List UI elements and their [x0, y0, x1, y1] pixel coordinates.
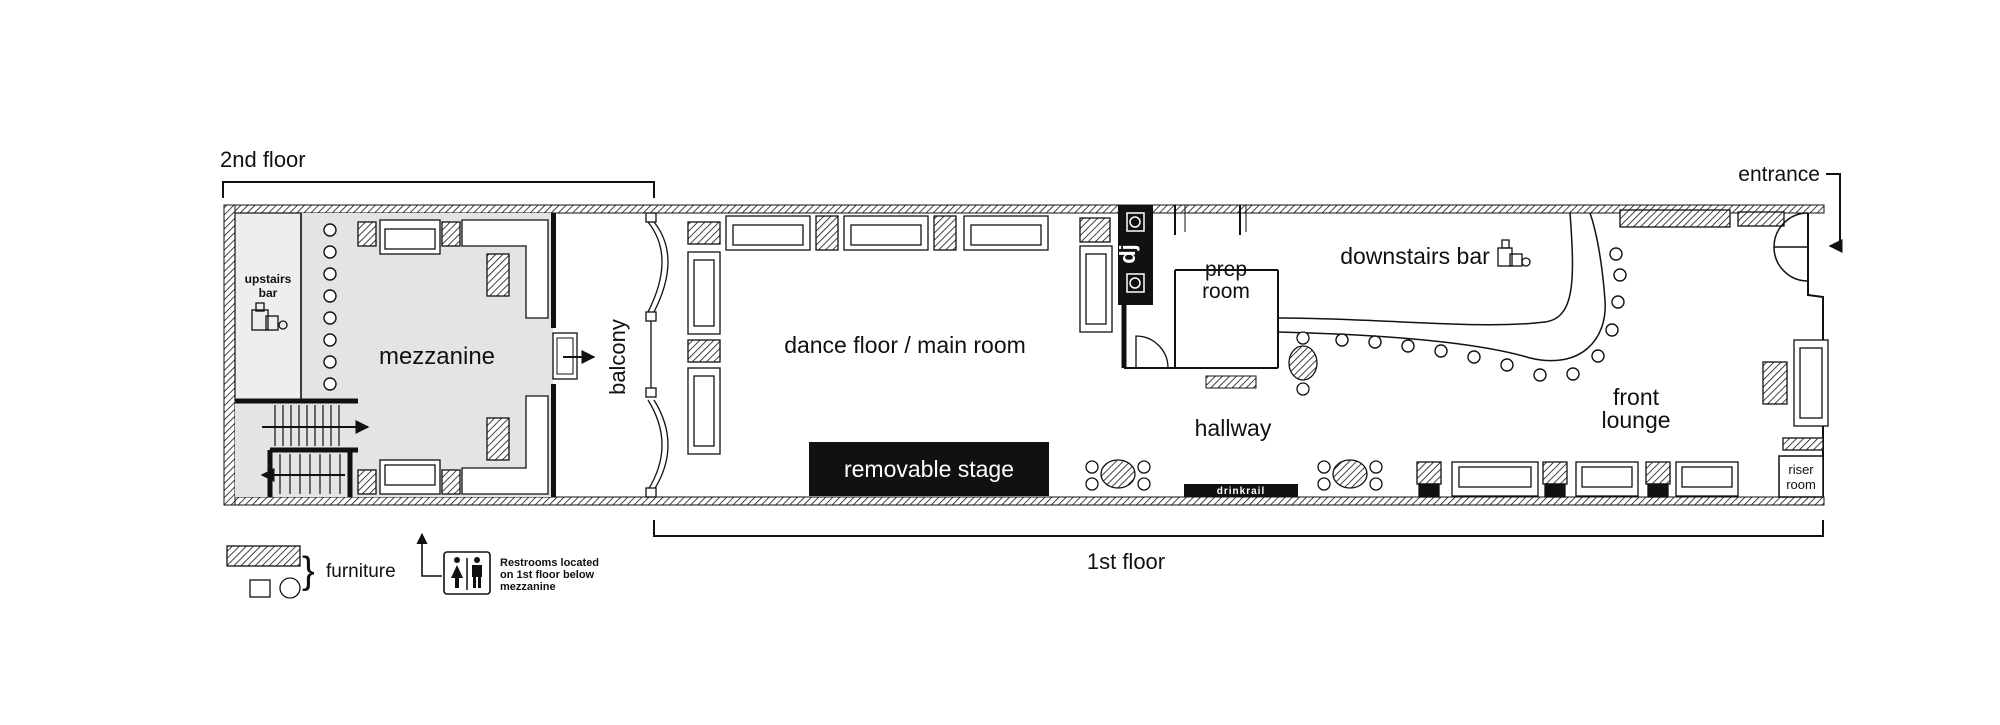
drinkrail [1184, 484, 1298, 497]
balcony-railing [645, 212, 669, 498]
staircase [235, 398, 370, 497]
restroom-arrow-icon [416, 532, 442, 577]
dance-floor-label: dance floor / main room [784, 332, 1026, 358]
upstairs-bar-stools [323, 223, 337, 391]
front-lounge-furniture [1416, 209, 1829, 498]
prep-room-label-line2: room [1202, 280, 1250, 303]
downstairs-bar-counter [1277, 212, 1606, 362]
balcony-wall [551, 213, 596, 497]
balcony-label: balcony [605, 319, 630, 395]
restrooms-note-line1: Restrooms located [500, 557, 599, 569]
restrooms-note-line2: on 1st floor below [500, 569, 595, 581]
riser-room [1778, 455, 1824, 498]
restrooms-note-line3: mezzanine [500, 581, 556, 593]
bottom-tables [1085, 459, 1383, 491]
front-lounge-label-line1: front [1613, 384, 1660, 410]
mezzanine-label: mezzanine [379, 343, 495, 370]
first-floor-label: 1st floor [1087, 549, 1165, 574]
second-floor-bracket [222, 181, 655, 198]
hallway-table [1288, 331, 1318, 396]
dj-label: dj [1115, 244, 1140, 264]
drinkrail-label: drinkrail [1217, 486, 1265, 497]
removable-stage [809, 442, 1049, 496]
riser-room-label-line2: room [1786, 477, 1816, 492]
building-walls [223, 204, 1825, 506]
legend-brace: } [302, 550, 315, 592]
upstairs-bar-label-line1: upstairs [245, 272, 292, 286]
entrance-label: entrance [1738, 163, 1820, 186]
downstairs-bar-label: downstairs bar [1340, 243, 1490, 269]
dance-floor-furniture [687, 215, 1113, 455]
removable-stage-label: removable stage [844, 456, 1014, 482]
riser-room-label-line1: riser [1788, 462, 1814, 477]
restroom-icon [443, 551, 491, 595]
prep-room-label-line1: prep [1205, 258, 1247, 281]
second-floor-label: 2nd floor [220, 147, 306, 172]
first-floor-bracket [653, 520, 1824, 537]
front-lounge-label-line2: lounge [1601, 407, 1670, 433]
legend-furniture-label: furniture [326, 561, 396, 582]
furniture-legend-symbols [226, 545, 301, 599]
entrance-arrow-icon [1826, 173, 1843, 253]
bar-equipment-icon [251, 302, 288, 331]
upstairs-bar-label-line2: bar [259, 286, 278, 300]
turntable-icon [1126, 212, 1145, 293]
downstairs-bar-stools [1335, 247, 1627, 382]
prep-room-bench [1205, 375, 1257, 389]
mezzanine-furniture [357, 219, 549, 495]
entrance-door [1773, 212, 1809, 282]
prep-room-walls [1121, 205, 1279, 369]
bar-equipment-icon [1497, 239, 1531, 267]
upstairs-bar-counter [234, 212, 302, 401]
hallway-label: hallway [1195, 415, 1272, 441]
